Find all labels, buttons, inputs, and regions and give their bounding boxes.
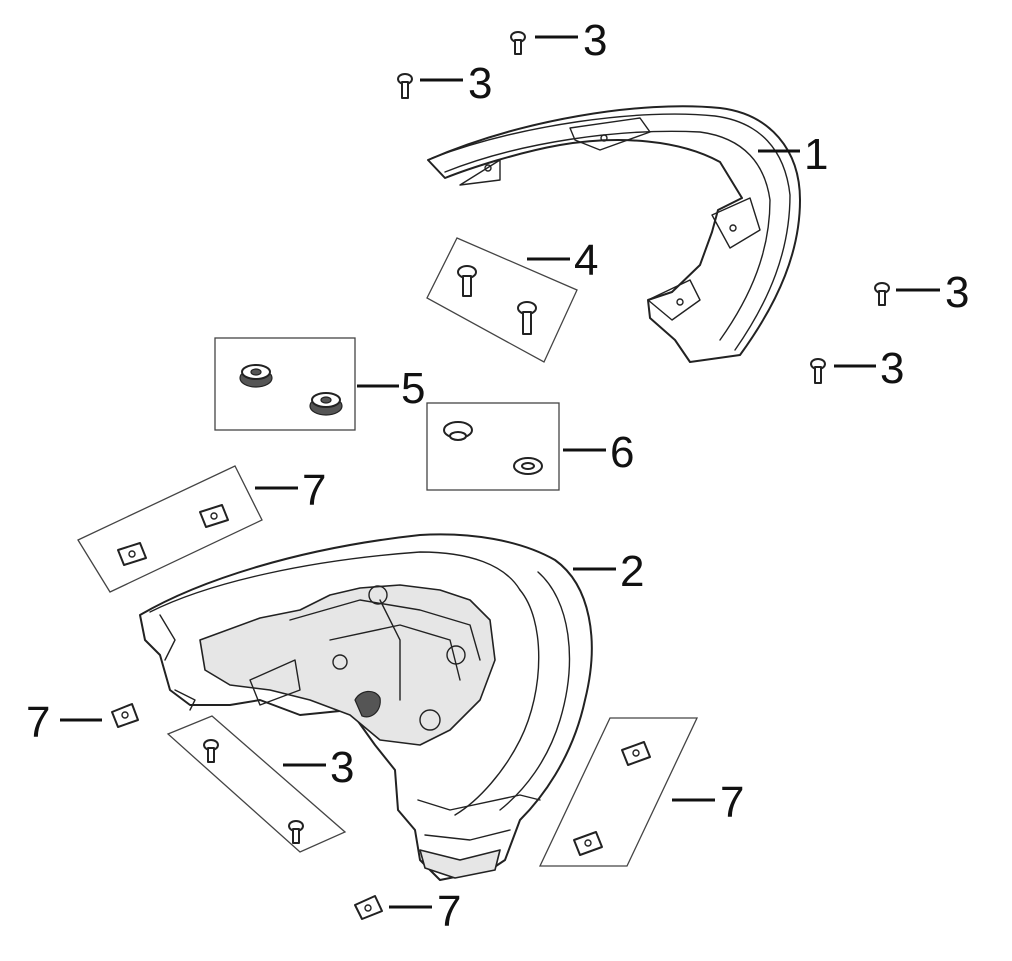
spacer-icon <box>513 457 543 475</box>
clip-nut-icon <box>117 542 147 566</box>
bolt-icon <box>457 265 477 297</box>
callout-7: 7 <box>437 887 461 936</box>
screw-icon <box>397 73 413 99</box>
kit-box-part-7-upper <box>77 465 263 593</box>
screw-icon <box>510 31 526 55</box>
kit-box-part-7-right <box>538 717 699 867</box>
part-2-rear-cover-assembly <box>139 533 593 881</box>
callout-labels: 3 3 1 4 3 3 5 6 7 2 7 3 7 7 <box>26 16 969 936</box>
clip-nut-icon <box>621 741 651 766</box>
bolt-icon <box>517 301 537 335</box>
callout-1: 1 <box>804 130 828 179</box>
callout-2: 2 <box>620 547 644 596</box>
callout-3: 3 <box>468 59 492 108</box>
kit-box-part-3-lower <box>166 715 347 853</box>
callout-7: 7 <box>26 698 50 747</box>
callout-3: 3 <box>583 16 607 65</box>
callout-3: 3 <box>330 743 354 792</box>
callout-3: 3 <box>945 268 969 317</box>
kit-box-part-4 <box>426 237 578 363</box>
spacer-icon <box>443 421 473 441</box>
kit-box-part-6 <box>426 402 560 491</box>
kit-box-part-5 <box>214 337 356 431</box>
leader-lines <box>60 35 940 909</box>
screw-icon <box>810 358 826 384</box>
callout-6: 6 <box>610 428 634 477</box>
part-1-rear-carrier-rail <box>427 105 801 363</box>
callout-3: 3 <box>880 344 904 393</box>
callout-5: 5 <box>401 364 425 413</box>
screw-icon <box>874 282 890 306</box>
screw-icon <box>203 739 219 763</box>
callout-7: 7 <box>720 778 744 827</box>
clip-nut-icon <box>573 831 603 856</box>
clip-nut-icon <box>111 703 139 728</box>
grommet-icon <box>309 392 343 416</box>
callout-4: 4 <box>574 236 598 285</box>
grommet-icon <box>239 364 273 388</box>
callout-7: 7 <box>302 466 326 515</box>
screw-icon <box>288 820 304 844</box>
clip-nut-icon <box>354 895 383 920</box>
clip-nut-icon <box>199 504 229 528</box>
